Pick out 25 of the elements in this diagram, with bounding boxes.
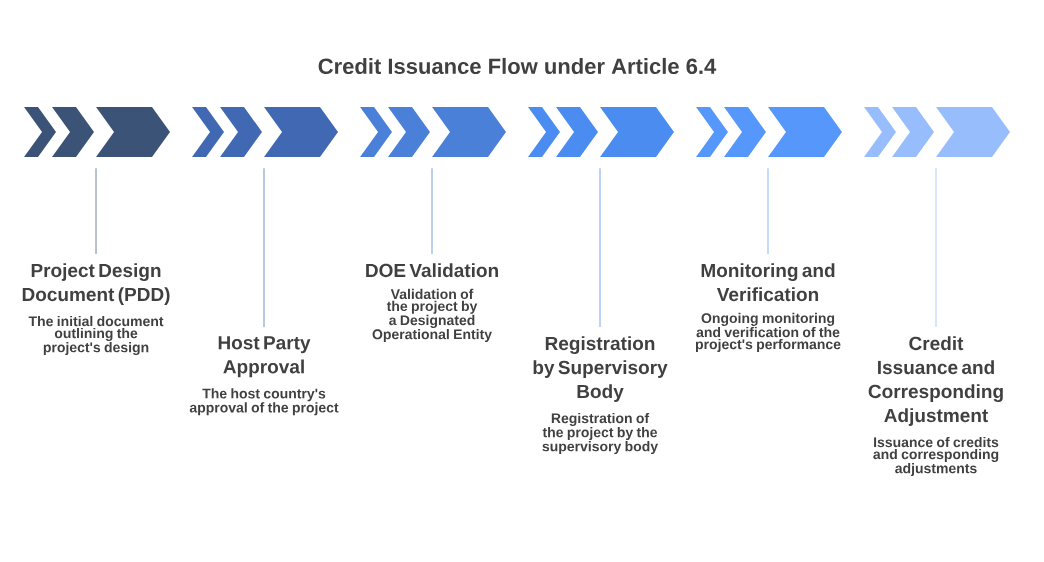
chevron-arrow-group xyxy=(696,107,842,157)
leader-line xyxy=(431,167,433,255)
chevron-arrow-group xyxy=(528,107,674,157)
leader-line xyxy=(95,167,97,255)
step-description: The initial document outlining the project's design xyxy=(28,315,164,356)
chevron-arrow-group xyxy=(192,107,338,157)
leader-line xyxy=(767,167,769,255)
chevron-arrow-group xyxy=(360,107,506,157)
step-description: Ongoing monitoring and verification of the project's performance xyxy=(695,312,841,352)
step-description: The host country's approval of the project xyxy=(189,388,339,416)
step-title: Registration by Supervisory Body xyxy=(533,336,668,402)
leader-line xyxy=(935,167,937,328)
leader-line xyxy=(263,167,265,328)
step-title: DOE Validation xyxy=(366,263,498,278)
step-description: Registration of the project by the supervisory body xyxy=(542,412,658,455)
step-title: Monitoring and Verification xyxy=(701,263,835,302)
chevron-arrow-group xyxy=(864,107,1010,157)
step-title: Credit Issuance and Corresponding Adjustment xyxy=(868,336,1003,426)
step-title: Host Party Approval xyxy=(218,336,311,378)
step-description: Validation of the project by a Designated Operational Entity xyxy=(372,288,492,342)
title: Credit Issuance Flow under Article 6.4 xyxy=(318,57,717,75)
step-title: Project Design Document (PDD) xyxy=(22,263,170,305)
chevron-arrow-group xyxy=(24,107,170,157)
step-description: Issuance of credits and corresponding adjustments xyxy=(873,436,999,477)
leader-line xyxy=(599,167,601,328)
